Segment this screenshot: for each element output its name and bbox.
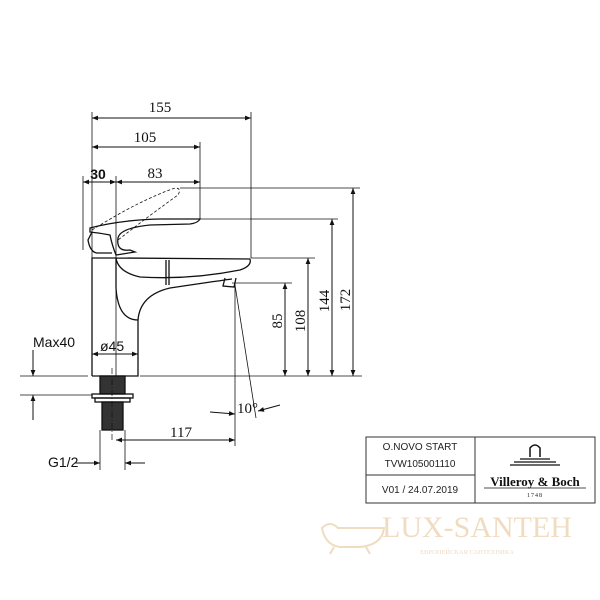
faucet-body bbox=[87, 187, 251, 440]
version-date: V01 / 24.07.2019 bbox=[382, 485, 459, 496]
dim-155: 155 bbox=[149, 100, 172, 116]
dim-max40: Max40 bbox=[33, 334, 75, 350]
dim-angle-10: 10° bbox=[237, 401, 258, 417]
dimension-lines bbox=[30, 115, 356, 466]
dim-117: 117 bbox=[170, 425, 192, 441]
dim-thread: G1/2 bbox=[48, 454, 79, 470]
article-number: TVW105001110 bbox=[385, 459, 456, 470]
dim-85: 85 bbox=[270, 314, 286, 329]
dim-105: 105 bbox=[134, 130, 157, 146]
product-name: O.NOVO START bbox=[383, 442, 458, 453]
watermark-name: LUX-SANTEH bbox=[382, 511, 572, 544]
dim-144: 144 bbox=[317, 289, 333, 312]
dim-diameter-45: ø45 bbox=[100, 338, 124, 354]
watermark-tagline: ЕВРОПЕЙСКАЯ САНТЕХНИКА bbox=[420, 548, 514, 556]
title-block: O.NOVO START TVW105001110 V01 / 24.07.20… bbox=[365, 436, 596, 504]
brand-name: Villeroy & Boch bbox=[490, 474, 580, 489]
dim-172: 172 bbox=[338, 289, 354, 312]
brand-year: 1748 bbox=[527, 493, 543, 499]
dim-108: 108 bbox=[293, 310, 309, 333]
dim-83: 83 bbox=[148, 166, 163, 182]
extension-lines bbox=[20, 112, 362, 470]
bathtub-icon bbox=[320, 523, 386, 555]
dim-30: 30 bbox=[90, 166, 106, 182]
watermark: LUX-SANTEH ЕВРОПЕЙСКАЯ САНТЕХНИКА bbox=[320, 511, 572, 556]
villeroy-boch-logo-icon bbox=[484, 444, 586, 489]
